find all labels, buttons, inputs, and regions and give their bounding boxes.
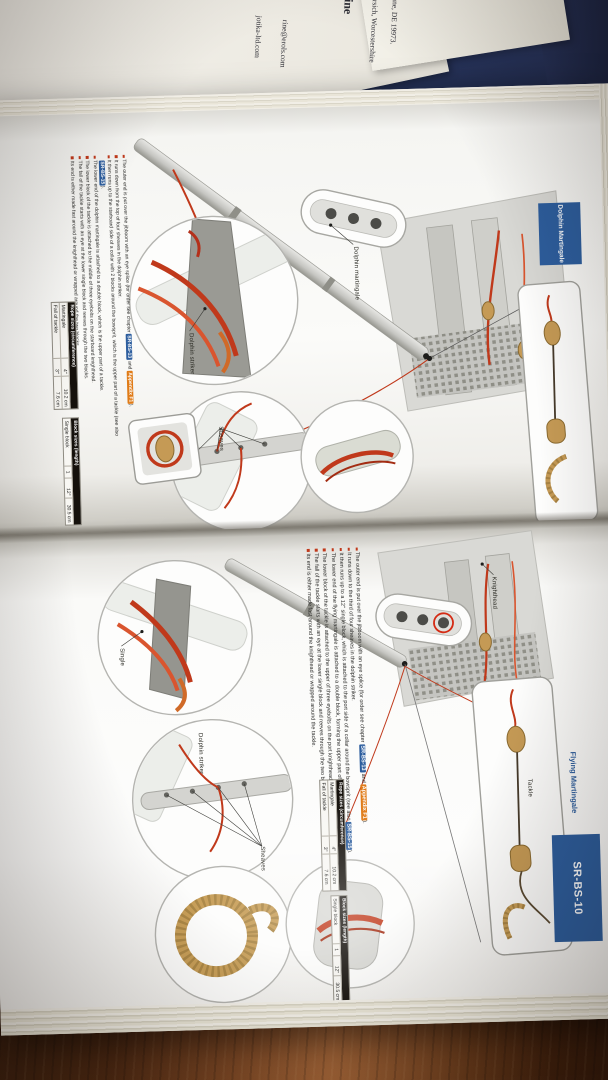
single-block-label: Single [118,648,125,667]
bullet-marker [78,156,82,159]
bullet-marker [107,155,111,158]
table-cell: 30.5 cm [334,982,341,1001]
text-segment: and [359,771,367,785]
bullet-marker [115,155,118,158]
inset-tackle [471,676,573,956]
chapter-ref-chip: SR-BS-13 [125,333,133,360]
inset-collar-rope [300,399,414,514]
leader-line [189,308,206,332]
table-cell: 1 [64,466,72,479]
leader-dot [203,307,207,311]
table-cell: 12'' [333,956,341,977]
chapter-tab-upper: Dolphin Martingale [538,202,582,266]
table-cell: Martingale [59,302,69,359]
table-cell: 12'' [64,478,73,499]
table-cell: 7.6 cm [323,869,330,885]
table-cell: 10.2 cm [62,388,70,407]
knighthead-label: Knighthead [490,576,498,610]
table-cell: 4'' [329,836,338,855]
sheaves-label: Sheaves [258,846,266,872]
bullet-marker [122,154,126,158]
bullet-marker [71,156,74,159]
text-segment: ). [127,403,134,407]
table-cell: 4'' [61,358,69,377]
rigging-line [404,664,482,943]
inset-sheaves-closeup [131,718,294,881]
open-book: The outer end is put over the jibboom wi… [0,83,608,1036]
inset-bowsprit-collar [300,189,407,248]
text-segment: ). [99,185,107,189]
upper-page: The outer end is put over the jibboom wi… [0,99,608,536]
chapter-ref-chip: SR-BS-13 [359,743,366,773]
leader-dot [426,355,433,362]
inset-block-with-rope [128,412,202,485]
bullet-marker [339,547,342,551]
bullet-marker [347,547,351,551]
bullet-marker [355,547,359,551]
inset-rope-coil [154,865,293,1004]
text-segment: ). [345,849,352,854]
text-segment: ). [361,820,368,824]
leader-dot [480,562,484,566]
inset-tackle [517,280,599,525]
bullet-marker [306,548,310,552]
table-cell: 10.2 cm [331,866,338,885]
text-segment: and [126,359,133,371]
chapter-title-lower: Flying Martingale [568,751,580,814]
highlight-ring [433,612,454,634]
table-cell: Single block [62,418,72,467]
leader-line [481,563,494,575]
table-cell: 3'' [53,358,61,377]
bullet-marker [86,155,89,159]
bullet-marker [93,155,97,159]
upper-page-diagram [128,138,599,533]
appendix-ref-chip: Appendix F1 [360,784,368,821]
letter-text-line: line [341,0,356,15]
inset-dolphin-striker-closeup [129,215,299,386]
dolphin-striker-label: Dolphin striker [187,333,195,375]
jibboom-spar [224,558,408,668]
appendix-ref-chip: Appendix F1 [126,370,134,404]
chapter-tab-lower: SR-BS-10 [551,833,603,943]
bullet-marker [314,548,318,552]
table-cell: 1 [332,944,341,957]
table-cell: 3'' [321,836,330,855]
table-cell: 30.5 cm [65,504,73,523]
bullet-marker [331,548,334,551]
chapter-ref-chip: SR-BS-15 [345,821,352,851]
lower-page: The outer end is put over the jibboom wi… [0,518,608,1010]
sheaves-label: Sheaves [217,426,224,452]
inset-cap-rope [285,859,415,989]
inset-bowsprit-collar [375,593,473,647]
tackle-label: Tackle [526,778,533,798]
leader-line [330,224,354,245]
inset-dolphin-striker-closeup [97,559,253,716]
table-cell: Single block [331,896,340,945]
leader-dot [329,223,333,227]
dolphin-striker-label: Dolphin striker [196,732,204,775]
table-cell: 7.6 cm [54,391,62,407]
bullet-marker [323,548,326,551]
table-cell: Martingale [328,780,337,837]
